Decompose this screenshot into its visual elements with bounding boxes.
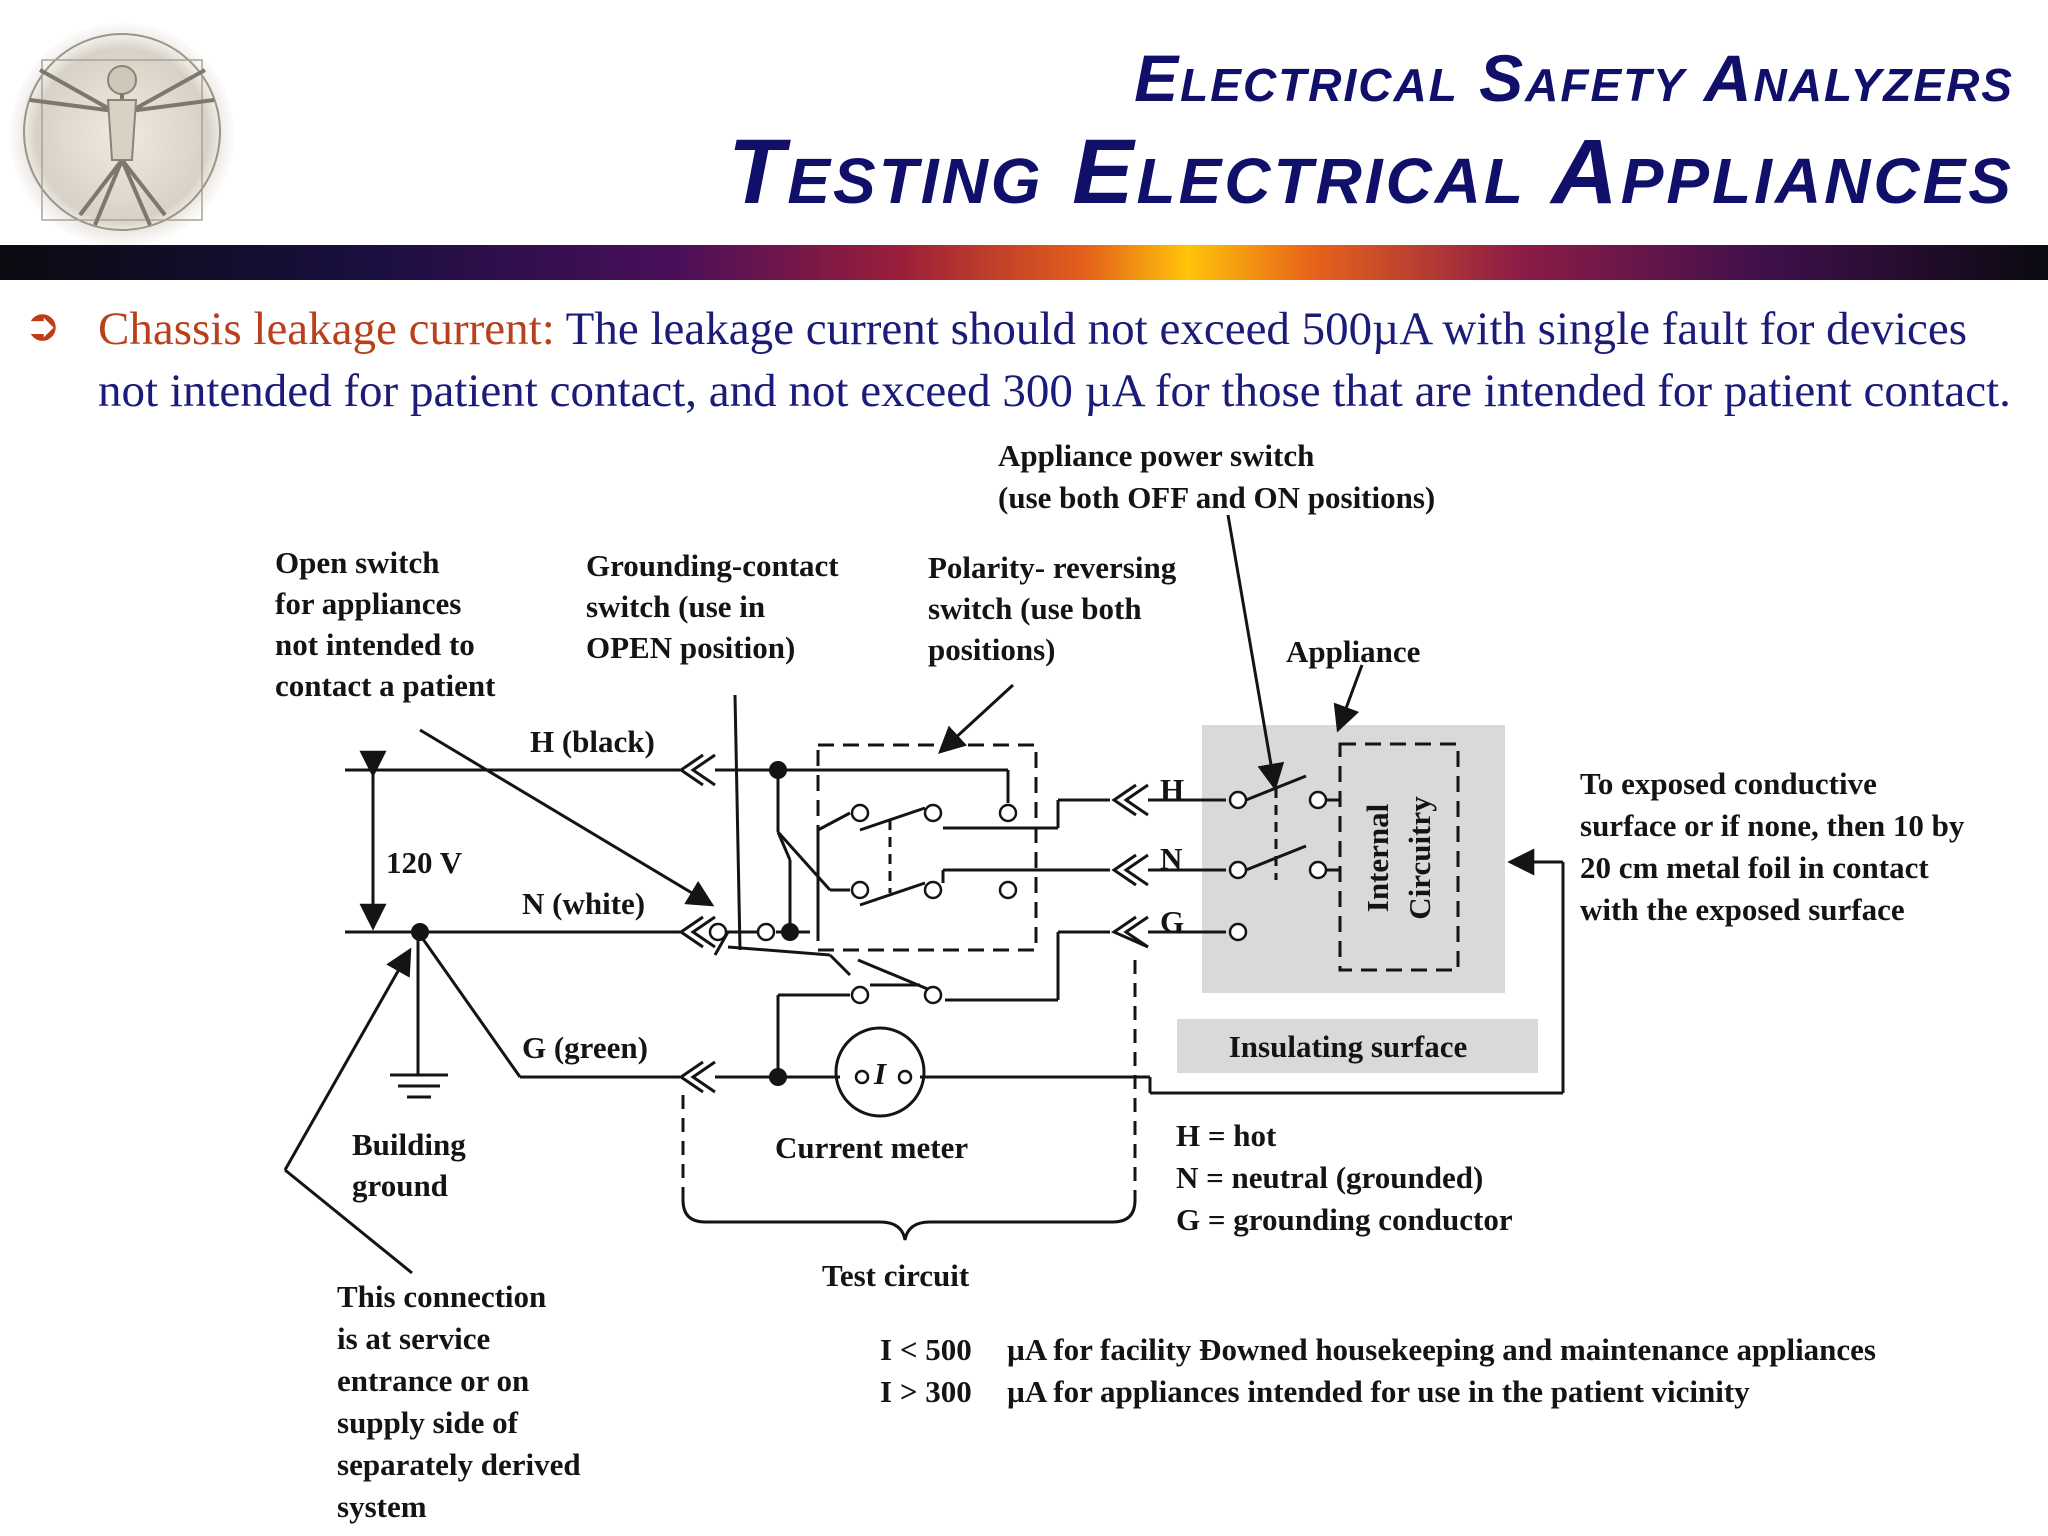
limit-2-rhs: µA for appliances intended for use in th… bbox=[1007, 1374, 1750, 1409]
connection-label-6: system bbox=[337, 1489, 427, 1524]
slide-title-line1: Electrical Safety Analyzers bbox=[1134, 41, 2014, 115]
junctions bbox=[411, 761, 799, 1086]
vitruvian-man-logo bbox=[10, 23, 234, 247]
exposed-label-2: surface or if none, then 10 by bbox=[1580, 808, 1965, 843]
exposed-label-4: with the exposed surface bbox=[1580, 892, 1905, 927]
polarity-switch-box bbox=[816, 743, 1038, 952]
power-switch-label-2: (use both OFF and ON positions) bbox=[998, 480, 1435, 515]
exposed-label-1: To exposed conductive bbox=[1580, 766, 1877, 801]
open-switch-label-3: not intended to bbox=[275, 627, 475, 662]
internal-label: Internal bbox=[1360, 803, 1395, 912]
grounding-contact-label-2: switch (use in bbox=[586, 589, 765, 624]
exposed-label-3: 20 cm metal foil in contact bbox=[1580, 850, 1929, 885]
limit-2-lhs: I > 300 bbox=[880, 1374, 972, 1409]
current-meter-label: Current meter bbox=[775, 1130, 968, 1165]
n-terminal-label: N bbox=[1160, 841, 1182, 876]
legend-ground: G = grounding conductor bbox=[1176, 1202, 1513, 1237]
polarity-label-3: positions) bbox=[928, 632, 1055, 667]
power-switch-label-1: Appliance power switch bbox=[998, 438, 1314, 473]
limit-1-lhs: I < 500 bbox=[880, 1332, 972, 1367]
open-switch-label-4: contact a patient bbox=[275, 668, 496, 703]
appliance-label: Appliance bbox=[1286, 634, 1420, 669]
bullet-text: Chassis leakage current: The leakage cur… bbox=[98, 298, 2028, 422]
test-circuit-label: Test circuit bbox=[822, 1258, 970, 1293]
polarity-label-2: switch (use both bbox=[928, 591, 1142, 626]
open-switch-label-2: for appliances bbox=[275, 586, 461, 621]
open-switch-label-1: Open switch bbox=[275, 545, 440, 580]
building-ground-label-1: Building bbox=[352, 1127, 466, 1162]
h-terminal-label: H bbox=[1160, 772, 1184, 807]
voltage-label: 120 V bbox=[386, 845, 463, 880]
insulating-surface-label: Insulating surface bbox=[1229, 1029, 1468, 1064]
h-black-label: H (black) bbox=[530, 724, 655, 759]
insulating-surface bbox=[1177, 1019, 1538, 1073]
n-white-label: N (white) bbox=[522, 886, 645, 921]
internal-circuitry-box bbox=[1338, 742, 1460, 972]
grounding-contact-label-3: OPEN position) bbox=[586, 630, 795, 665]
header-gradient-band bbox=[0, 245, 2048, 280]
slide-title-line2: Testing Electrical Appliances bbox=[728, 121, 2014, 223]
bullet-body: The leakage current should not exceed 50… bbox=[98, 303, 2011, 417]
grounding-contact-label-1: Grounding-contact bbox=[586, 548, 839, 583]
connection-label-1: This connection bbox=[337, 1279, 546, 1314]
building-ground-label-2: ground bbox=[352, 1168, 448, 1203]
polarity-label-1: Polarity- reversing bbox=[928, 550, 1177, 585]
connection-label-3: entrance or on bbox=[337, 1363, 529, 1398]
meter-symbol: I bbox=[873, 1056, 887, 1091]
circuitry-label: Circuitry bbox=[1402, 796, 1437, 920]
g-green-label: G (green) bbox=[522, 1030, 648, 1065]
legend-hot: H = hot bbox=[1176, 1118, 1277, 1153]
connection-label-2: is at service bbox=[337, 1321, 490, 1356]
g-terminal-label: G bbox=[1160, 904, 1184, 939]
arrow-bullet-icon: ➲ bbox=[24, 301, 61, 350]
bullet-lead: Chassis leakage current: bbox=[98, 303, 555, 355]
legend-neutral: N = neutral (grounded) bbox=[1176, 1160, 1483, 1195]
connection-label-4: supply side of bbox=[337, 1405, 519, 1440]
connection-label-5: separately derived bbox=[337, 1447, 581, 1482]
limit-1-rhs: µA for facility Ðowned housekeeping and … bbox=[1007, 1332, 1876, 1367]
appliance-box bbox=[1202, 725, 1505, 993]
